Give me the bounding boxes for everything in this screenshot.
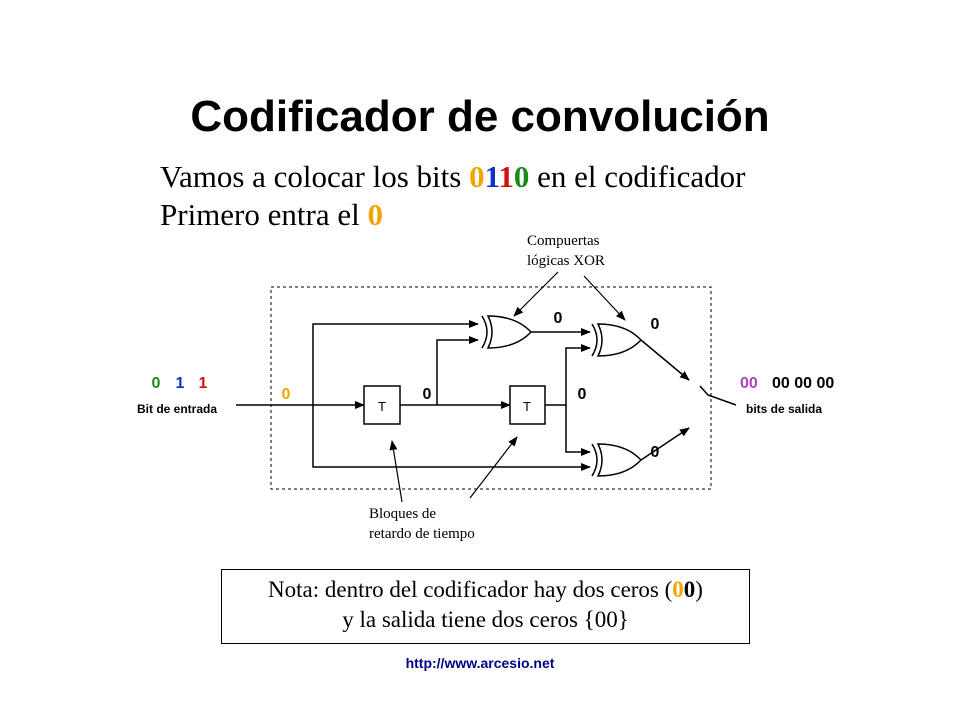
delay-block-2-label: T (523, 399, 531, 414)
page-title: Codificador de convolución (190, 92, 770, 141)
note-line-1-prefix: Nota: dentro del codificador hay dos cer… (268, 577, 673, 602)
intro-line-1-prefix: Vamos a colocar los bits (160, 159, 470, 194)
note-line-2: y la salida tiene dos ceros {00} (342, 607, 629, 632)
output-label: bits de salida (746, 402, 822, 416)
intro-bit-1: 0 (469, 159, 485, 194)
xor-callout-line-1: Compuertas (527, 233, 600, 249)
intro-bit-4: 0 (513, 159, 530, 194)
delay-callout-arrow-1 (389, 440, 403, 503)
xor-callout-line-2: lógicas XOR (527, 253, 605, 269)
note-bit-a: 0 (672, 577, 684, 602)
feed-top-wire (312, 320, 479, 405)
mid-up-wire (436, 336, 479, 405)
note-box: Nota: dentro del codificador hay dos cer… (221, 569, 750, 644)
input-label: Bit de entrada (137, 402, 217, 416)
xor-callout-arrow-2 (583, 275, 626, 321)
intro-bit-3: 1 (498, 159, 514, 194)
delay-block-2: T (509, 385, 546, 425)
intro-line-1: Vamos a colocar los bits 0110 en el codi… (160, 158, 745, 196)
xor-callout-arrow-1 (513, 271, 559, 317)
intro-line-2-prefix: Primero entra el (160, 197, 368, 232)
delay-callout-line-1: Bloques de (369, 506, 436, 522)
after-second-delay-value: 0 (578, 386, 587, 403)
encoder-boundary (270, 286, 712, 490)
xor-top-right-output: 0 (651, 316, 660, 333)
delay-callout-line-2: retardo de tiempo (369, 526, 475, 542)
between-delays-value: 0 (423, 386, 432, 403)
input-bit-2: 1 (176, 375, 185, 392)
xor-top-left-output: 0 (554, 310, 563, 327)
delay-block-1: T (363, 385, 401, 425)
input-bit-3: 1 (199, 375, 208, 392)
feed-bottom-wire (312, 405, 591, 471)
xor-gate-2 (591, 323, 643, 357)
callout-arrows (389, 271, 626, 503)
note-line-1-suffix: ) (695, 577, 703, 602)
intro-text: Vamos a colocar los bits 0110 en el codi… (160, 158, 745, 234)
intro-line-1-suffix: en el codificador (529, 159, 746, 194)
xor-gate-1 (481, 315, 533, 349)
output-rest: 00 00 00 (772, 375, 834, 392)
intro-line-2: Primero entra el 0 (160, 196, 745, 234)
entering-bit: 0 (282, 386, 291, 403)
intro-bit-2: 1 (484, 159, 499, 194)
t2-out-bottom-wire (565, 405, 591, 456)
delay-block-1-label: T (378, 399, 386, 414)
switch-arm (699, 385, 737, 406)
intro-line-2-bit: 0 (367, 197, 383, 232)
xor-bottom-output: 0 (651, 444, 660, 461)
xor2-out-wire (640, 339, 690, 381)
input-bit-1: 0 (152, 375, 161, 392)
footer-url[interactable]: http://www.arcesio.net (405, 655, 555, 671)
xor-gate-3 (591, 443, 643, 477)
t2-out-wire (545, 344, 591, 406)
wires (236, 320, 737, 471)
delay-callout-arrow-2 (469, 436, 518, 499)
note-line-1: Nota: dentro del codificador hay dos cer… (222, 575, 749, 605)
output-first: 00 (740, 375, 758, 392)
note-bit-b: 0 (683, 577, 696, 602)
xor3-out-wire (640, 427, 690, 461)
